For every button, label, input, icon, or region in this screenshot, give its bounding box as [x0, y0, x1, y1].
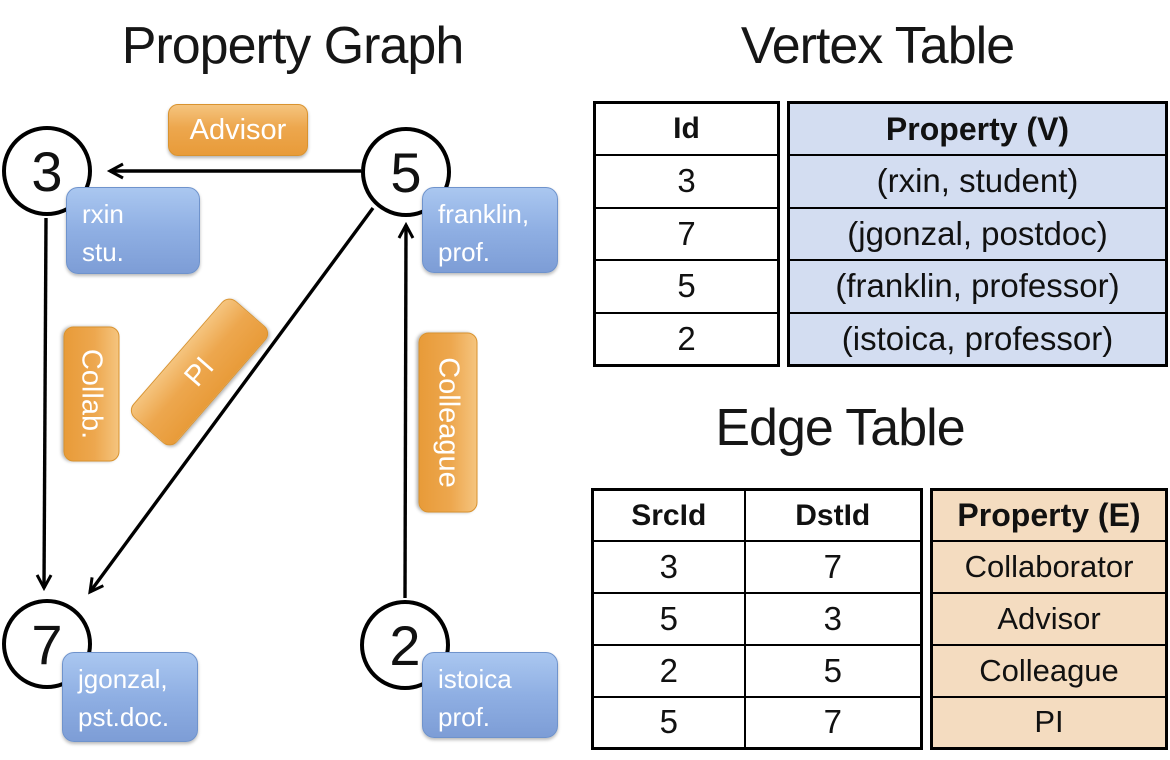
- edge-property-cell: Advisor: [930, 592, 1168, 646]
- vertex-id-cell: 3: [593, 154, 780, 209]
- node-property-rxin: rxin stu.: [66, 187, 200, 274]
- edge-property-cell: Colleague: [930, 643, 1168, 698]
- edge-srcid-cell: 5: [591, 592, 746, 646]
- vertex-node-5: 5: [361, 127, 451, 217]
- edge-srcid-cell: 5: [591, 695, 746, 750]
- edge-property-cell: Collaborator: [930, 540, 1168, 595]
- table-row: 5: [593, 259, 780, 314]
- vertex-id-cell: 5: [593, 259, 780, 314]
- edge-dstid-header: DstId: [743, 488, 923, 543]
- edge-dstid-cell: 3: [743, 592, 923, 646]
- edge-srcid-cell: 3: [591, 540, 746, 595]
- vertex-id-header: Id: [593, 101, 780, 156]
- table-row: Property (V): [787, 101, 1168, 156]
- node-property-line: prof.: [438, 236, 491, 267]
- edge-table-title: Edge Table: [715, 399, 965, 457]
- vertex-table-property-column: Property (V) (rxin, student) (jgonzal, p…: [787, 101, 1168, 367]
- vertex-id-cell: 2: [593, 311, 780, 366]
- node-property-line: istoica: [438, 664, 512, 694]
- vertex-property-header: Property (V): [787, 101, 1168, 156]
- node-property-line: franklin,: [438, 199, 530, 229]
- vertex-property-cell: (istoica, professor): [787, 311, 1168, 366]
- node-property-line: prof.: [438, 701, 491, 732]
- node-property-line: jgonzal,: [78, 664, 168, 694]
- table-row: Id: [593, 101, 780, 156]
- vertex-table-title: Vertex Table: [740, 17, 1015, 75]
- vertex-table-id-column: Id 3 7 5 2: [593, 101, 780, 367]
- edge-dstid-cell: 7: [743, 540, 923, 595]
- edge-label-advisor: Advisor: [168, 104, 308, 156]
- vertex-property-cell: (rxin, student): [787, 154, 1168, 209]
- table-row: (jgonzal, postdoc): [787, 206, 1168, 261]
- edge-dstid-cell: 5: [743, 643, 923, 698]
- table-row: Advisor: [930, 592, 1168, 646]
- edge-pi-arrow: [88, 206, 375, 595]
- table-row: 5 7: [591, 695, 923, 750]
- table-row: 2 5: [591, 643, 923, 698]
- edge-table-property-column: Property (E) Collaborator Advisor Collea…: [930, 488, 1168, 750]
- edge-collab-arrow: [35, 217, 53, 592]
- edge-srcid-cell: 2: [591, 643, 746, 698]
- graph-edges-canvas: [35, 162, 415, 599]
- table-row: SrcId DstId: [591, 488, 923, 543]
- edge-label-colleague: Colleague: [418, 332, 478, 513]
- table-row: Colleague: [930, 643, 1168, 698]
- table-row: 3 7: [591, 540, 923, 595]
- node-property-jgonzal: jgonzal, pst.doc.: [62, 652, 198, 742]
- table-row: Collaborator: [930, 540, 1168, 595]
- edge-colleague-arrow: [397, 221, 415, 599]
- table-row: 7: [593, 206, 780, 261]
- property-graph-title: Property Graph: [121, 17, 465, 75]
- vertex-property-cell: (franklin, professor): [787, 259, 1168, 314]
- edge-table-id-columns: SrcId DstId 3 7 5 3 2 5 5 7: [591, 488, 923, 750]
- node-property-line: rxin: [82, 199, 124, 229]
- table-row: (istoica, professor): [787, 311, 1168, 366]
- node-property-line: stu.: [82, 236, 124, 267]
- node-property-istoica: istoica prof.: [422, 652, 558, 738]
- node-property-line: pst.doc.: [78, 701, 170, 732]
- vertex-node-2: 2: [360, 600, 450, 690]
- table-row: Property (E): [930, 488, 1168, 543]
- edge-label-collab: Collab.: [63, 326, 120, 462]
- edge-srcid-header: SrcId: [591, 488, 746, 543]
- table-row: 5 3: [591, 592, 923, 646]
- table-row: 3: [593, 154, 780, 209]
- table-row: 2: [593, 311, 780, 366]
- node-property-franklin: franklin, prof.: [422, 187, 558, 273]
- edge-property-cell: PI: [930, 695, 1168, 750]
- edge-property-header: Property (E): [930, 488, 1168, 543]
- vertex-id-cell: 7: [593, 206, 780, 261]
- edge-dstid-cell: 7: [743, 695, 923, 750]
- table-row: (rxin, student): [787, 154, 1168, 209]
- table-row: PI: [930, 695, 1168, 750]
- table-row: (franklin, professor): [787, 259, 1168, 314]
- vertex-property-cell: (jgonzal, postdoc): [787, 206, 1168, 261]
